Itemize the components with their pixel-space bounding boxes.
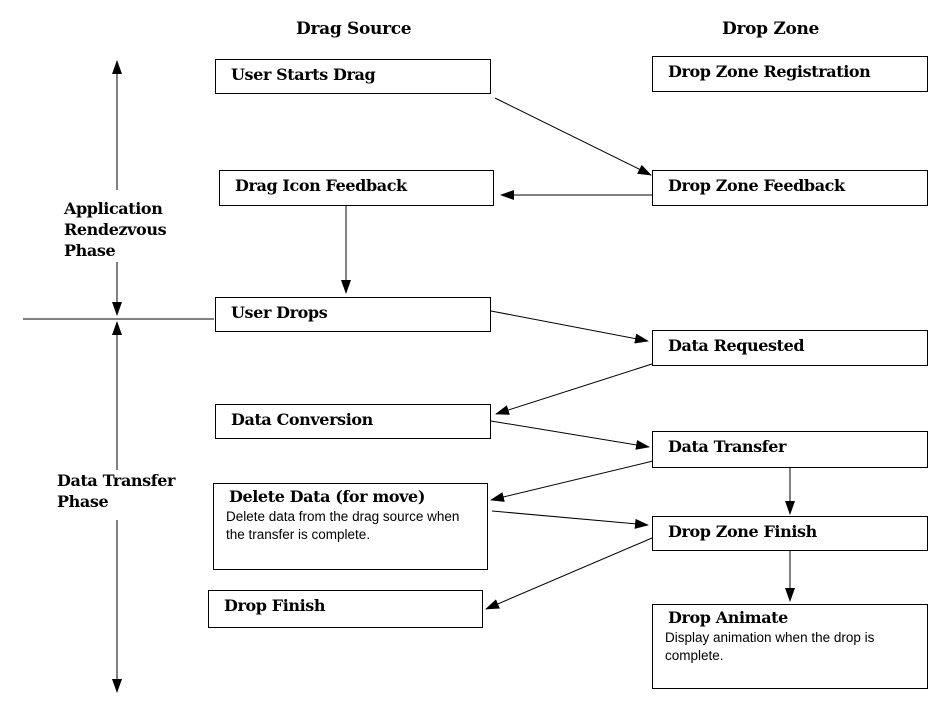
- drag-icon-feedback-box: Drag Icon Feedback: [219, 170, 494, 206]
- drop-finish-box: Drop Finish: [208, 590, 483, 628]
- box-title: Data Requested: [668, 336, 805, 355]
- drop-zone-feedback-box: Drop Zone Feedback: [652, 170, 928, 206]
- user-starts-drag-box: User Starts Drag: [215, 59, 491, 94]
- rendezvous-phase-label: Application Rendezvous Phase: [64, 199, 167, 260]
- transfer-phase-label: Data Transfer Phase: [57, 471, 176, 511]
- user-drops-box: User Drops: [215, 297, 491, 332]
- arrow-data-transfer-to-delete-data: [490, 460, 654, 502]
- drop-zone-finish-box: Drop Zone Finish: [652, 516, 928, 551]
- drop-zone-header: Drop Zone: [722, 19, 820, 39]
- data-transfer-box: Data Transfer: [652, 431, 928, 468]
- box-title: User Drops: [231, 303, 328, 322]
- arrow-delete-data-to-dropzone-finish: [491, 510, 649, 529]
- box-title: User Starts Drag: [231, 65, 376, 84]
- data-requested-box: Data Requested: [652, 330, 928, 366]
- arrow-conversion-to-data-transfer: [490, 420, 650, 450]
- delete-data-box: Delete Data (for move) Delete data from …: [213, 483, 488, 570]
- box-title: Drag Icon Feedback: [235, 176, 407, 195]
- box-title: Drop Finish: [224, 596, 326, 615]
- arrow-data-requested-to-conversion: [495, 363, 653, 415]
- arrow-user-drops-to-data-requested: [490, 310, 649, 344]
- arrow-start-to-feedback: [494, 97, 652, 176]
- box-title: Data Conversion: [231, 410, 373, 429]
- data-conversion-box: Data Conversion: [215, 404, 491, 439]
- box-description: Delete data from the drag source when th…: [226, 509, 460, 542]
- box-description: Display animation when the drop is compl…: [665, 630, 875, 663]
- box-title: Drop Animate: [668, 608, 788, 627]
- box-title: Drop Zone Finish: [668, 522, 817, 541]
- box-title: Delete Data (for move): [229, 487, 425, 506]
- drop-zone-registration-box: Drop Zone Registration: [652, 56, 928, 92]
- arrow-dropzone-finish-to-drop-finish: [485, 537, 653, 610]
- drag-source-header: Drag Source: [296, 19, 412, 39]
- box-title: Drop Zone Feedback: [668, 176, 845, 195]
- drop-animate-box: Drop Animate Display animation when the …: [652, 604, 928, 689]
- box-title: Drop Zone Registration: [668, 62, 871, 81]
- box-title: Data Transfer: [668, 437, 787, 456]
